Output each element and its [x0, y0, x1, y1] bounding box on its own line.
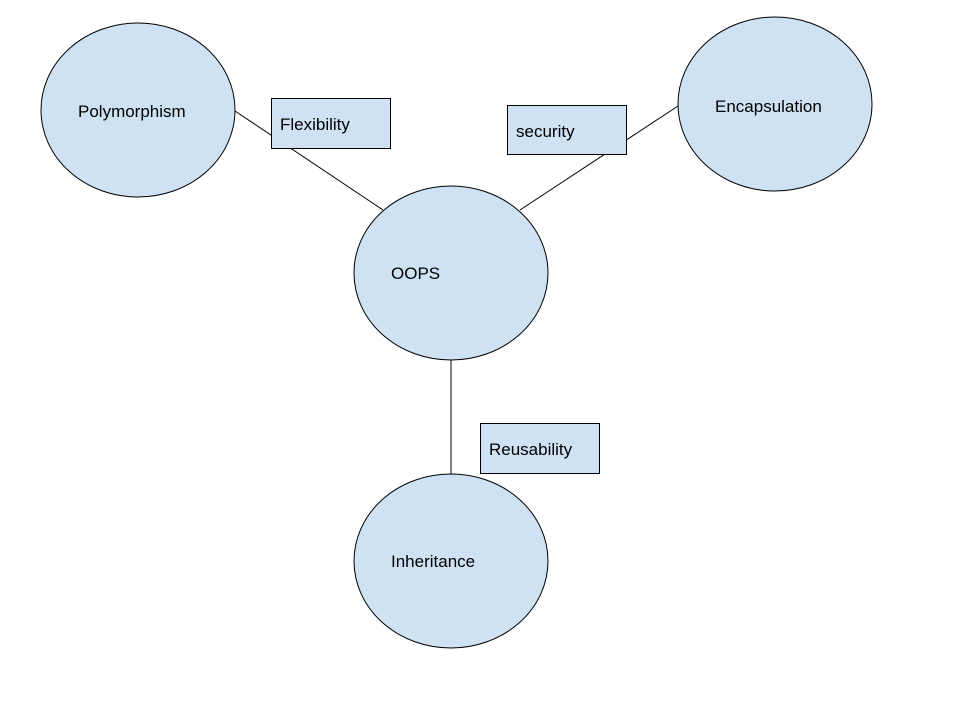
node-polymorphism [40, 22, 236, 198]
node-label-polymorphism: Polymorphism [78, 102, 186, 121]
node-oops [353, 185, 549, 361]
edge-label-security: security [516, 122, 575, 141]
node-encapsulation [677, 16, 873, 192]
edge-oops-polymorphism [234, 110, 384, 211]
node-inheritance [353, 473, 549, 649]
edge-label-box-flexibility [271, 98, 391, 149]
edge-oops-encapsulation [519, 105, 679, 211]
node-label-encapsulation: Encapsulation [715, 97, 822, 116]
node-label-inheritance: Inheritance [391, 552, 476, 571]
node-label-oops: OOPS [391, 264, 441, 283]
edge-label-box-reusability [480, 423, 600, 474]
edge-label-box-security [507, 105, 627, 155]
edge-label-reusability: Reusability [489, 440, 573, 459]
edge-label-flexibility: Flexibility [280, 115, 350, 134]
